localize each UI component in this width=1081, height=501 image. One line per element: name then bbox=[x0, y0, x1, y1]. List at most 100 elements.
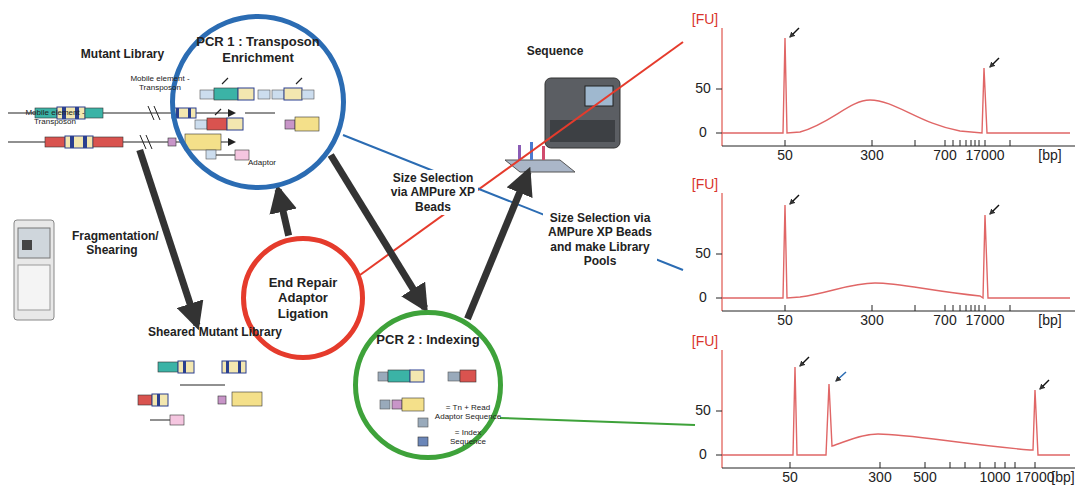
node-title: End Repair Adaptor Ligation bbox=[255, 275, 351, 322]
axis-label: 0 bbox=[699, 447, 707, 462]
axis-label: 50 bbox=[695, 403, 711, 418]
mutant-constructs bbox=[8, 106, 236, 150]
axis-label: 50 bbox=[695, 246, 711, 261]
electropherogram bbox=[716, 350, 1075, 468]
axis-label: 50 bbox=[777, 313, 793, 328]
tick bbox=[1035, 462, 1036, 468]
axis-label: 17000 bbox=[966, 313, 1005, 328]
tick bbox=[915, 140, 916, 146]
axis bbox=[722, 193, 723, 311]
edge-label: Size Selection via AMPure XP Beads bbox=[388, 170, 478, 215]
annotation: Mobile element - Transposon bbox=[24, 109, 86, 127]
tick bbox=[790, 462, 791, 468]
tick bbox=[716, 89, 722, 90]
tick bbox=[960, 140, 961, 146]
flow-arrow bbox=[278, 190, 289, 236]
tick bbox=[925, 462, 926, 468]
tick bbox=[985, 305, 986, 311]
tick bbox=[971, 140, 972, 146]
tick bbox=[716, 455, 722, 456]
tick bbox=[960, 305, 961, 311]
tick bbox=[945, 305, 946, 311]
axis-label: [FU] bbox=[692, 334, 718, 349]
axis-label: 50 bbox=[695, 81, 711, 96]
peak-arrow bbox=[800, 357, 809, 366]
tick bbox=[785, 305, 786, 311]
step-group: Sequence bbox=[470, 42, 640, 172]
axis-label: [FU] bbox=[692, 12, 718, 27]
electropherogram bbox=[716, 28, 1075, 146]
tick bbox=[953, 140, 954, 146]
node-title: Sheared Mutant Library bbox=[125, 325, 305, 339]
tick bbox=[872, 140, 873, 146]
tick bbox=[980, 462, 981, 468]
peak-arrow bbox=[1040, 380, 1049, 389]
axis bbox=[722, 28, 723, 146]
pcr1-fragments bbox=[195, 78, 319, 160]
tick bbox=[950, 462, 951, 468]
axis-label: [bp] bbox=[1051, 470, 1074, 485]
axis-label: 50 bbox=[782, 470, 798, 485]
axis-label: 700 bbox=[933, 313, 956, 328]
tick bbox=[985, 140, 986, 146]
node-title: PCR 1 : Transposon Enrichment bbox=[193, 34, 323, 65]
tick bbox=[1015, 462, 1016, 468]
annotation: Adaptor bbox=[248, 159, 276, 168]
tick bbox=[915, 305, 916, 311]
axis bbox=[722, 146, 1075, 147]
annotation: = Index Sequence bbox=[438, 429, 498, 447]
axis-label: 300 bbox=[860, 313, 883, 328]
tick bbox=[966, 305, 967, 311]
axis-label: 17000 bbox=[1016, 470, 1055, 485]
tick bbox=[716, 411, 722, 412]
trace bbox=[722, 367, 1070, 455]
tick bbox=[716, 254, 722, 255]
tick bbox=[785, 140, 786, 146]
tick bbox=[966, 140, 967, 146]
tick bbox=[872, 305, 873, 311]
axis bbox=[722, 350, 723, 468]
shearing-device bbox=[14, 220, 54, 320]
axis-label: [bp] bbox=[1038, 148, 1061, 163]
step-group: Sheared Mutant Library bbox=[125, 325, 305, 435]
node-title: Mutant Library bbox=[5, 47, 240, 61]
peak-arrow bbox=[790, 28, 799, 37]
tick bbox=[975, 305, 976, 311]
tick bbox=[975, 140, 976, 146]
peak-arrow bbox=[990, 58, 999, 67]
tick bbox=[880, 462, 881, 468]
axis-label: 300 bbox=[868, 470, 891, 485]
tick bbox=[953, 305, 954, 311]
tick bbox=[1010, 140, 1011, 146]
node-title: Sequence bbox=[470, 44, 640, 58]
axis-label: 0 bbox=[699, 290, 707, 305]
process-circle: End Repair Adaptor Ligation bbox=[241, 236, 365, 360]
leader-line bbox=[360, 42, 683, 275]
sheared-fragments bbox=[138, 361, 262, 425]
tick bbox=[716, 133, 722, 134]
tick bbox=[1005, 462, 1006, 468]
axis bbox=[722, 468, 1075, 469]
peak-arrow bbox=[990, 205, 999, 214]
tick bbox=[945, 140, 946, 146]
tick bbox=[979, 305, 980, 311]
axis bbox=[722, 311, 1075, 312]
axis-label: 500 bbox=[913, 470, 936, 485]
axis-label: [bp] bbox=[1038, 313, 1061, 328]
axis-label: 50 bbox=[777, 148, 793, 163]
tick bbox=[995, 462, 996, 468]
edge-label: Size Selection via AMPure XP Beads and m… bbox=[543, 210, 657, 270]
peak-arrow bbox=[790, 195, 799, 204]
tick bbox=[971, 305, 972, 311]
edge-label: Fragmentation/ Shearing bbox=[70, 228, 154, 259]
trace bbox=[722, 205, 1070, 298]
axis-label: 1000 bbox=[979, 470, 1010, 485]
axis-label: 700 bbox=[933, 148, 956, 163]
charts bbox=[716, 28, 1075, 468]
tick bbox=[716, 298, 722, 299]
axis-label: 300 bbox=[860, 148, 883, 163]
axis-label: [FU] bbox=[692, 177, 718, 192]
axis-label: 0 bbox=[699, 125, 707, 140]
peak-arrow bbox=[836, 372, 846, 381]
